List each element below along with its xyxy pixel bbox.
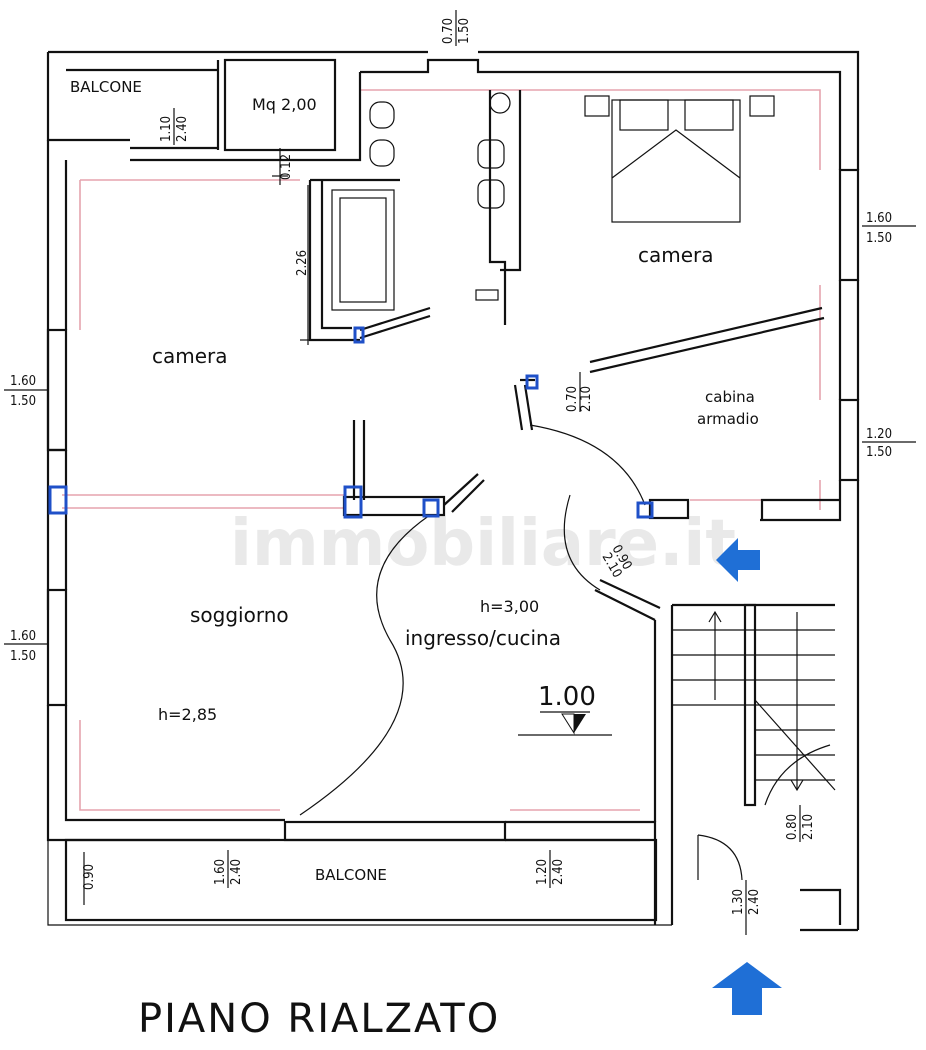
door-swings [299, 424, 743, 881]
camera-left-label: camera [152, 344, 228, 368]
inner-outlines [62, 89, 821, 811]
dim-right-win2-b: 1.50 [866, 445, 892, 460]
dim-small-a: 0.12 [279, 154, 294, 180]
armadio-label: armadio [697, 410, 759, 428]
outer-walls [46, 50, 860, 932]
dim-top-window-b: 1.50 [457, 18, 472, 44]
cabina-label: cabina [705, 388, 755, 406]
entry-arrow-icon [716, 538, 760, 582]
dim-right-win1-a: 1.60 [866, 211, 892, 226]
level-label: 1.00 [538, 682, 596, 712]
dim-left-win2-a: 1.60 [10, 629, 36, 644]
soggiorno-label: soggiorno [190, 603, 289, 627]
dim-door3-b: 2.10 [801, 814, 816, 840]
staircase [672, 610, 836, 806]
dim-balc-b: 2.40 [175, 116, 190, 142]
camera-right-label: camera [638, 243, 714, 267]
dim-right-win2-a: 1.20 [866, 427, 892, 442]
dim-right-win1-b: 1.50 [866, 231, 892, 246]
dim-bath-h: 2.26 [295, 250, 310, 276]
dim-left-win1-a: 1.60 [10, 374, 36, 389]
plan-title: PIANO RIALZATO [138, 996, 500, 1042]
dim-bot-b1: 1.60 [213, 859, 228, 885]
door-fittings [48, 326, 654, 519]
dim-bot-c1: 1.20 [535, 859, 550, 885]
entrance-arrow-icon [712, 962, 782, 1015]
balcone-bottom-label: BALCONE [315, 866, 387, 884]
mq-label: Mq 2,00 [252, 95, 317, 114]
dim-bot-b2: 2.40 [229, 859, 244, 885]
dim-door1-a: 0.70 [565, 386, 580, 412]
h-ingresso-label: h=3,00 [480, 597, 539, 616]
dim-balc-a: 1.10 [159, 116, 174, 142]
dim-bot-c2: 2.40 [551, 859, 566, 885]
level-marker-icon [518, 711, 612, 736]
dim-door1-b: 2.10 [579, 386, 594, 412]
watermark: immobiliare.it [230, 507, 736, 581]
dim-bot-a: 0.90 [82, 864, 97, 890]
h-soggiorno-label: h=2,85 [158, 705, 217, 724]
dim-left-win2-b: 1.50 [10, 649, 36, 664]
dim-top-window-a: 0.70 [441, 18, 456, 44]
ingresso-label: ingresso/cucina [405, 626, 561, 650]
dim-door3-a: 0.80 [785, 814, 800, 840]
dim-entry-a: 1.30 [731, 889, 746, 915]
dim-left-win1-b: 1.50 [10, 394, 36, 409]
dim-entry-b: 2.40 [747, 889, 762, 915]
interior-walls [308, 72, 840, 880]
balcone-top-label: BALCONE [70, 78, 142, 96]
